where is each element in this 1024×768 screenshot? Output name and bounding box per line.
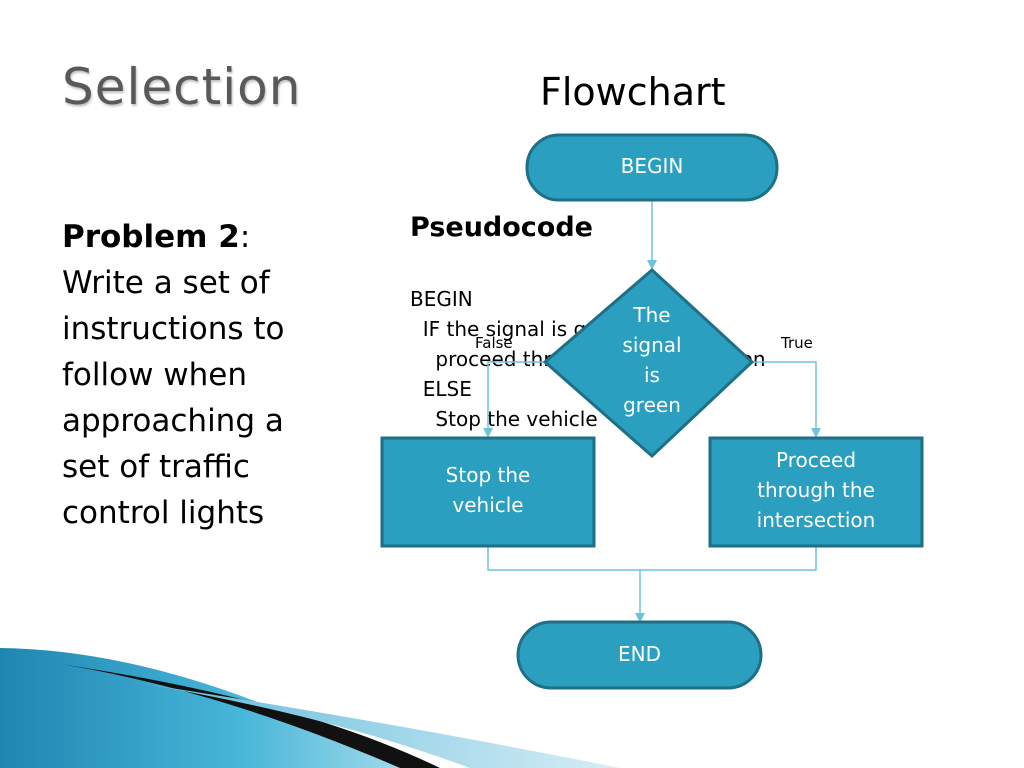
stop-text-line: vehicle bbox=[452, 493, 524, 517]
pseudocode-line: BEGIN bbox=[410, 287, 473, 311]
true-branch-label: True bbox=[781, 334, 813, 352]
connector-merge bbox=[487, 546, 817, 571]
pseudocode-line: Stop the vehicle bbox=[410, 407, 598, 431]
decision-text-line: is bbox=[644, 363, 660, 387]
pseudocode-heading: Pseudocode bbox=[410, 212, 593, 243]
proceed-text-line: Proceed bbox=[775, 448, 857, 472]
stop-text-line: Stop the bbox=[445, 463, 531, 487]
proceed-node bbox=[708, 436, 924, 548]
stop-vehicle-node bbox=[380, 436, 596, 548]
problem-line: Write a set of bbox=[62, 265, 270, 301]
false-branch-label: False bbox=[475, 334, 513, 352]
problem-statement: Problem 2: Write a set of instructions t… bbox=[62, 214, 382, 536]
slide-title: Selection bbox=[62, 58, 302, 116]
decision-text-line: green bbox=[623, 393, 681, 417]
proceed-text-line: intersection bbox=[756, 508, 876, 532]
proceed-text-line: through the bbox=[757, 478, 875, 502]
stop-vehicle-label: Stop the vehicle bbox=[382, 460, 594, 520]
problem-line: instructions to bbox=[62, 311, 285, 347]
problem-line: control lights bbox=[62, 495, 265, 531]
problem-label: Problem 2 bbox=[62, 219, 240, 255]
decision-text-line: The bbox=[633, 303, 671, 327]
decision-node bbox=[542, 267, 755, 459]
connector-true-branch bbox=[752, 361, 821, 438]
problem-line: set of traffic bbox=[62, 449, 250, 485]
decorative-swoosh bbox=[0, 648, 620, 768]
problem-line: follow when bbox=[62, 357, 248, 393]
problem-line: approaching a bbox=[62, 403, 284, 439]
decision-node-label: The signal is green bbox=[592, 300, 712, 420]
begin-node-label: BEGIN bbox=[620, 154, 684, 178]
end-node bbox=[516, 620, 763, 690]
pseudocode-line: ELSE bbox=[410, 377, 472, 401]
flowchart-heading: Flowchart bbox=[540, 70, 726, 114]
decision-text-line: signal bbox=[622, 333, 682, 357]
begin-node bbox=[525, 133, 779, 202]
end-node-label: END bbox=[618, 642, 661, 666]
problem-colon: : bbox=[239, 219, 251, 255]
proceed-label: Proceed through the intersection bbox=[710, 445, 922, 535]
connector-false-branch bbox=[483, 361, 545, 438]
